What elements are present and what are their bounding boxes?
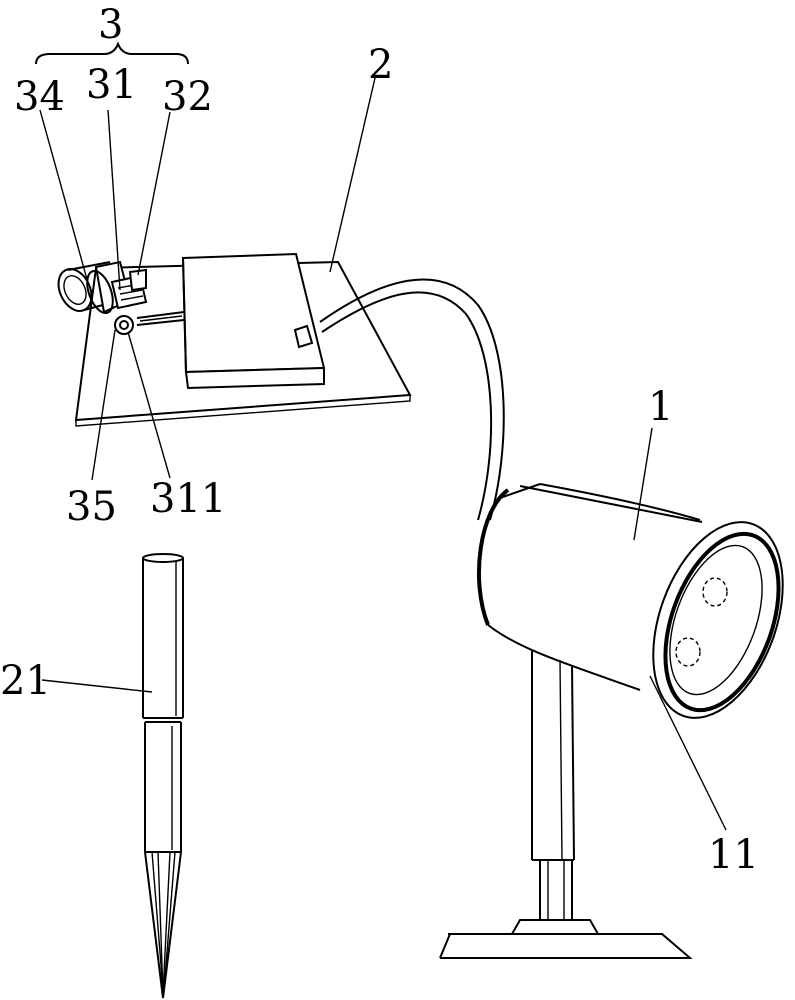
- label-32: 32: [162, 74, 213, 120]
- camera-assembly: [52, 262, 146, 334]
- label-2: 2: [368, 42, 393, 88]
- label-11: 11: [708, 832, 759, 878]
- label-35: 35: [66, 484, 117, 530]
- label-31: 31: [86, 62, 137, 108]
- control-box: [183, 254, 324, 388]
- label-311: 311: [150, 476, 226, 522]
- connecting-rod: [137, 312, 184, 325]
- label-1: 1: [648, 384, 673, 430]
- label-34: 34: [14, 74, 65, 120]
- lamp: [440, 484, 795, 958]
- ground-stake: [143, 554, 183, 998]
- label-21: 21: [0, 658, 51, 704]
- label-3: 3: [98, 2, 123, 48]
